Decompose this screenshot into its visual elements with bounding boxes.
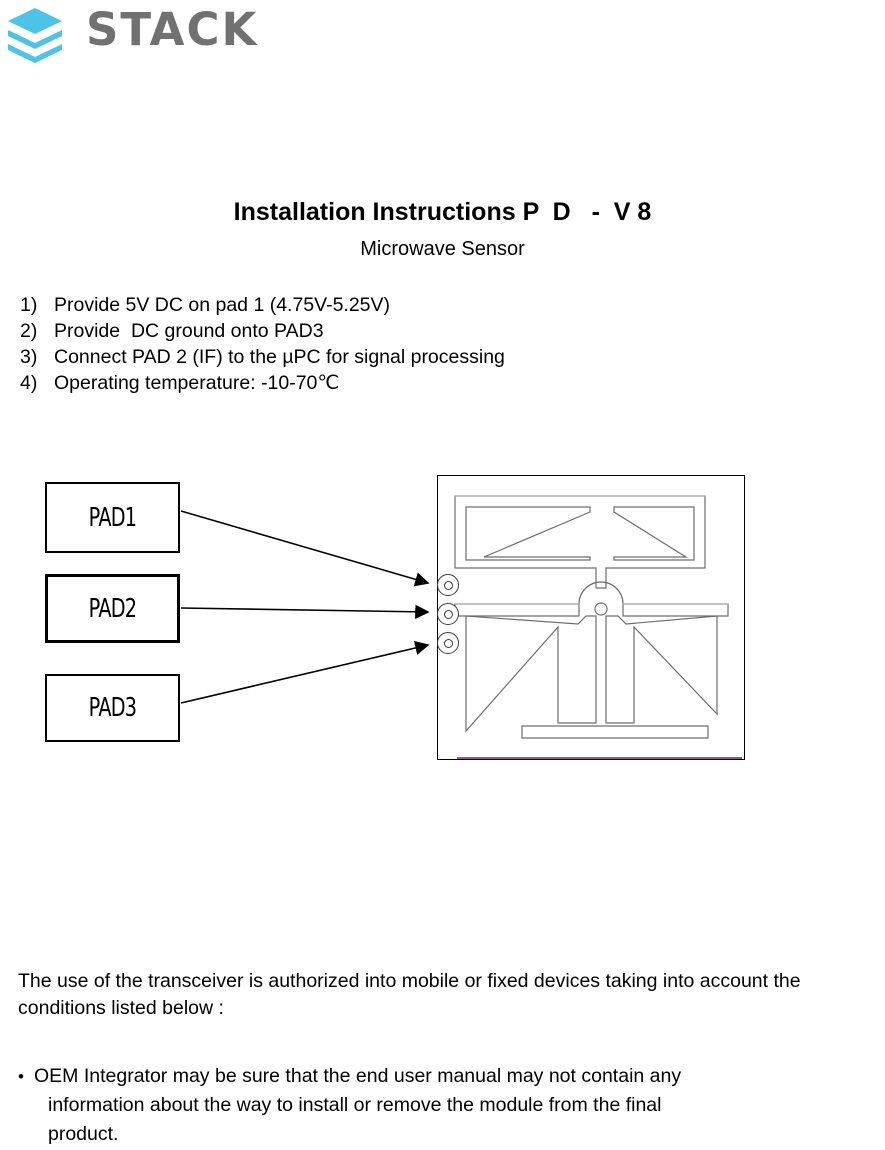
pad-connection-diagram: PAD1 PAD2 PAD3 — [0, 455, 885, 785]
pcb-pad-contact-3 — [437, 632, 459, 654]
list-item: 1) Provide 5V DC on pad 1 (4.75V-5.25V) — [20, 292, 760, 318]
bullet-line-3: product. — [48, 1123, 119, 1145]
page-title: Installation Instructions P D - V 8 — [233, 198, 652, 226]
bullet-line-2: information about the way to install or … — [48, 1094, 662, 1116]
pad-label-text: PAD2 — [88, 593, 137, 624]
list-item-text: Connect PAD 2 (IF) to the µPC for signal… — [54, 346, 505, 368]
pad-label-box-3: PAD3 — [45, 674, 180, 742]
brand-logo: STACK — [0, 0, 300, 70]
list-item-text: Provide DC ground onto PAD3 — [54, 320, 324, 342]
pad-label-box-2: PAD2 — [45, 574, 180, 643]
pad-label-text: PAD3 — [88, 693, 137, 723]
authorization-notice: The use of the transceiver is authorized… — [18, 968, 876, 1022]
instruction-list: 1) Provide 5V DC on pad 1 (4.75V-5.25V) … — [20, 292, 760, 396]
brand-wordmark: STACK — [86, 3, 259, 56]
page-subtitle: Microwave Sensor — [360, 238, 525, 260]
list-item-number: 1) — [20, 294, 38, 316]
authorization-paragraph: The use of the transceiver is authorized… — [18, 970, 801, 1019]
stacked-layers-icon — [4, 6, 66, 66]
list-item: 4) Operating temperature: -10-70℃ — [20, 370, 760, 396]
list-item-text: Provide 5V DC on pad 1 (4.75V-5.25V) — [54, 294, 391, 316]
list-item: 2) Provide DC ground onto PAD3 — [20, 318, 760, 344]
list-item-number: 3) — [20, 346, 38, 368]
pad-label-box-1: PAD1 — [45, 482, 180, 553]
bullet-text: OEM Integrator may be sure that the end … — [32, 1062, 876, 1149]
list-item-number: 4) — [20, 372, 38, 394]
oem-condition-bullet: • OEM Integrator may be sure that the en… — [18, 1062, 876, 1149]
pad-label-text: PAD1 — [88, 502, 137, 533]
pcb-pad-contact-2 — [437, 603, 459, 625]
list-item: 3) Connect PAD 2 (IF) to the µPC for sig… — [20, 344, 760, 370]
list-item-text: Operating temperature: -10-70℃ — [54, 372, 340, 394]
pcb-board-outline — [437, 475, 745, 760]
pcb-pad-contact-1 — [437, 574, 459, 596]
pcb-bottom-trace — [457, 757, 742, 759]
pcb-antenna-artwork — [454, 495, 729, 739]
list-item-number: 2) — [20, 320, 38, 342]
bullet-line-1: OEM Integrator may be sure that the end … — [34, 1065, 682, 1087]
bullet-marker: • — [18, 1067, 24, 1086]
arrow-connectors — [180, 510, 430, 704]
